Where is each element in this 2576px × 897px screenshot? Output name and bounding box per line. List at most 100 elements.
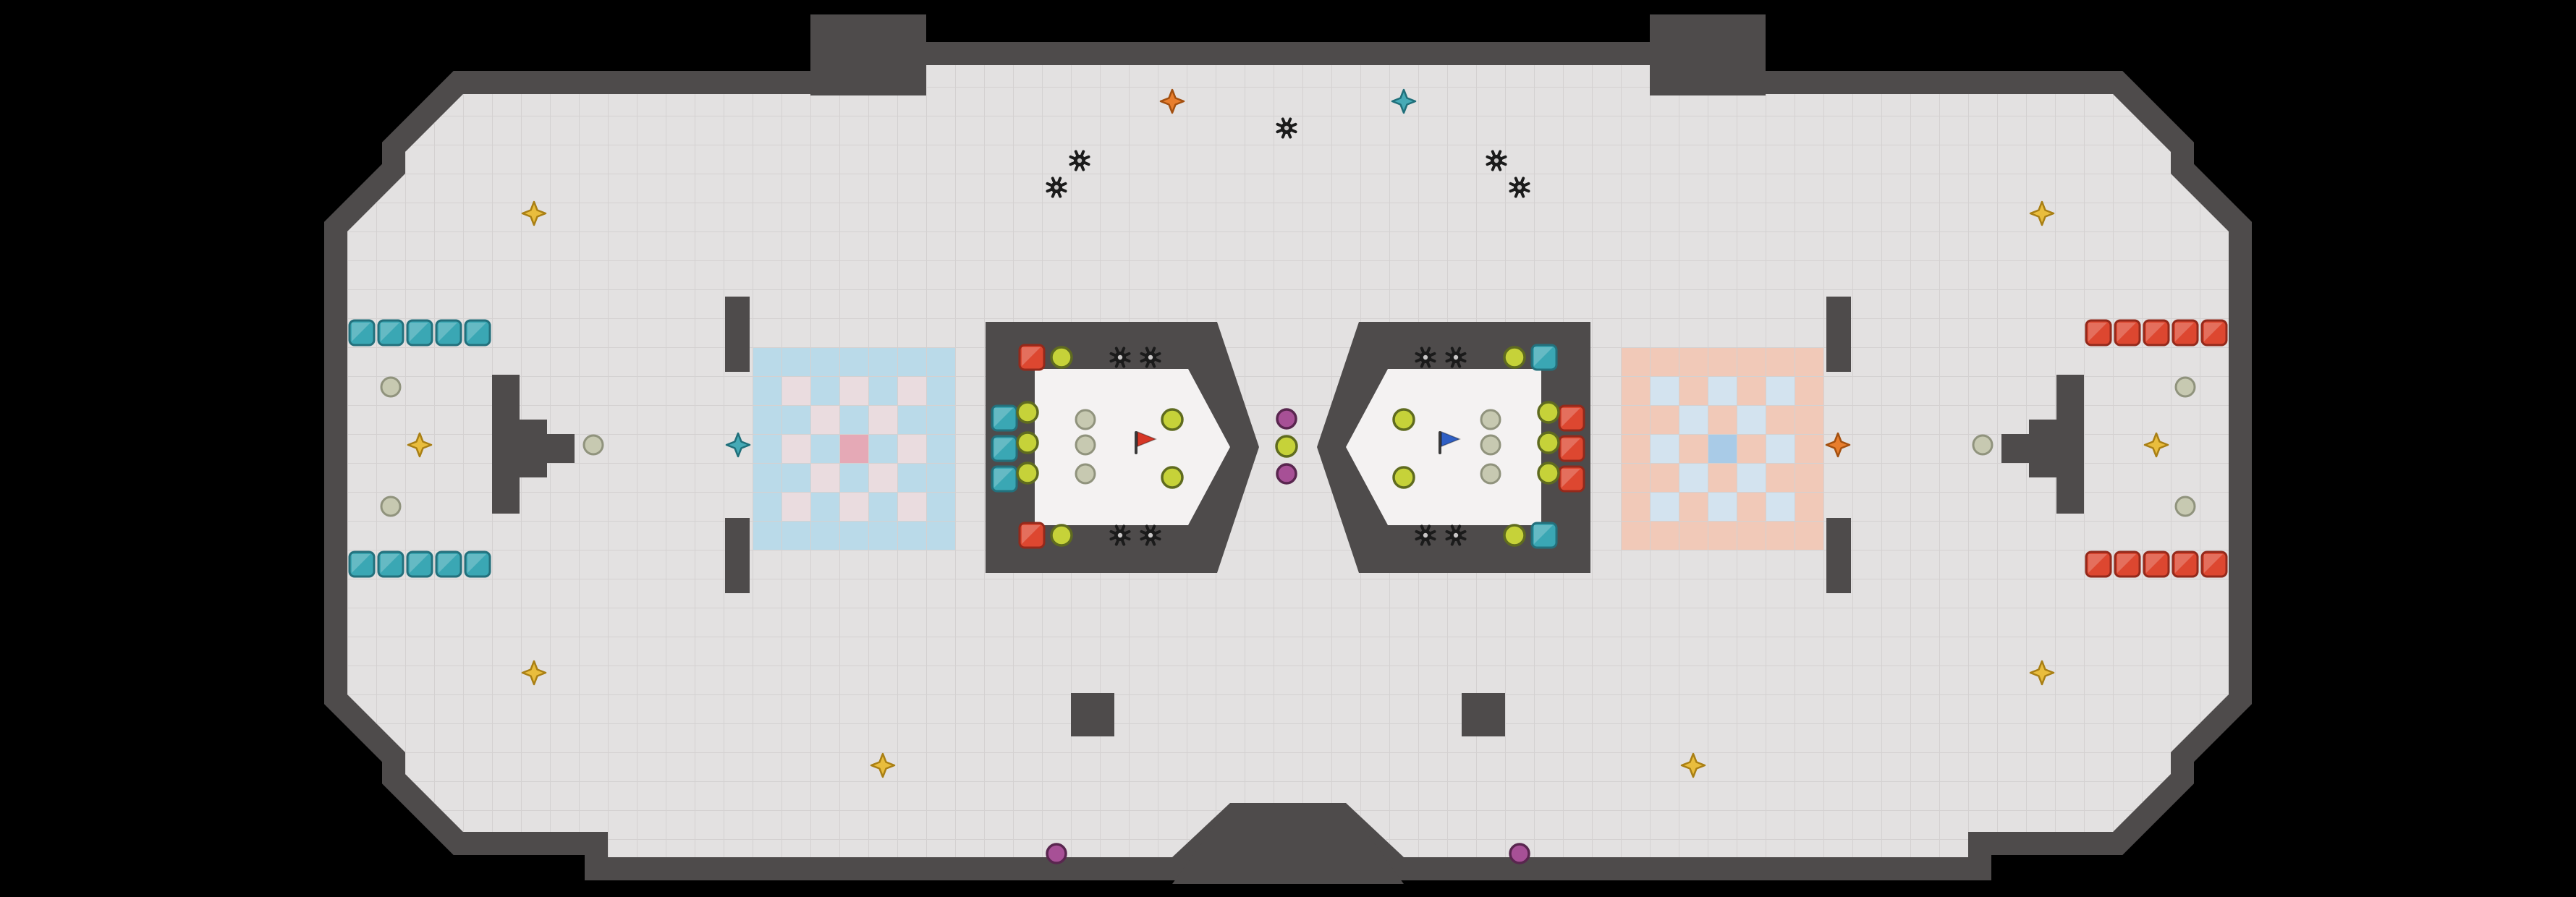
red-team-tile [1018, 344, 1046, 371]
spike [1069, 150, 1090, 171]
teal-tile-face [348, 550, 376, 578]
teal-tile-highlight [994, 469, 1013, 488]
spike-core [1453, 354, 1459, 360]
spawn-pad [1075, 409, 1096, 430]
red-tile-highlight [2204, 554, 2223, 573]
flag-pole [1439, 431, 1441, 454]
red-tile-face [2143, 319, 2170, 347]
red-tile-highlight [1562, 469, 1580, 488]
red-tile-highlight [2117, 323, 2136, 341]
spawn-pad [1075, 434, 1096, 456]
red-tile-highlight [1562, 438, 1580, 457]
portal-orb [1276, 408, 1297, 430]
spike-core [1077, 158, 1082, 163]
powerup-orb [1392, 466, 1415, 489]
red-tile-face [2085, 319, 2112, 347]
portal-orb [1276, 463, 1297, 485]
spike [1415, 347, 1436, 368]
spike [1276, 117, 1297, 139]
teal-team-tile [464, 550, 491, 578]
red-team-tile [1018, 522, 1046, 549]
spike-points [1046, 177, 1067, 198]
top-block-left [810, 14, 926, 95]
gate-right-grid [1621, 347, 1823, 550]
powerup-orb [1161, 466, 1184, 489]
red-tile-highlight [1022, 347, 1041, 366]
red-tile-highlight [2146, 554, 2165, 573]
spike-core [1148, 532, 1153, 538]
boost-yellow [521, 660, 547, 686]
red-tile-face [2200, 319, 2228, 347]
red-team-tile [2114, 319, 2141, 347]
teal-tile-face [348, 319, 376, 347]
teal-team-tile [377, 550, 404, 578]
red-tile-face [2172, 550, 2199, 578]
powerup-orb [1016, 431, 1039, 454]
powerup-orb [1537, 431, 1560, 454]
teal-tile-highlight [438, 323, 457, 341]
spike-points [1069, 150, 1090, 171]
teal-team-tile [406, 319, 433, 347]
teal-tile-face [435, 550, 462, 578]
spike-points [1276, 117, 1297, 139]
gate-right [1621, 347, 1823, 550]
spike-core [1054, 184, 1059, 190]
red-team-tile [2085, 550, 2112, 578]
teal-tile-face [464, 550, 491, 578]
powerup-orb [1275, 435, 1298, 458]
red-tile-face [1018, 344, 1046, 371]
spike-core [1117, 532, 1123, 538]
teal-team-tile [991, 435, 1018, 462]
spike [1415, 524, 1436, 546]
red-tile-highlight [2204, 323, 2223, 341]
spike [1109, 347, 1131, 368]
red-team-tile [2200, 319, 2228, 347]
powerup-orb [1016, 401, 1039, 424]
powerup-orb [1050, 524, 1073, 547]
spike-core [1494, 158, 1499, 163]
red-tile-face [2114, 550, 2141, 578]
powerup-orb [1016, 462, 1039, 485]
top-block-right [1650, 14, 1766, 95]
spike-points [1140, 524, 1161, 546]
gate-left-grid [753, 347, 955, 550]
flag-room-right [1317, 322, 1590, 573]
spawn-pad [2174, 496, 2196, 517]
red-team-tile [1558, 435, 1585, 462]
red-tile-face [1018, 522, 1046, 549]
teal-tile-face [464, 319, 491, 347]
boost-yellow [1680, 752, 1706, 778]
red-team-tile [2172, 319, 2199, 347]
teal-tile-highlight [1534, 525, 1553, 544]
teal-tile-face [406, 319, 433, 347]
spike-core [1284, 125, 1289, 131]
spike [1509, 177, 1530, 198]
teal-tile-highlight [438, 554, 457, 573]
spawn-pad [1972, 434, 1994, 456]
pillar-left-upper [725, 297, 750, 372]
red-tile-face [2172, 319, 2199, 347]
boost-yellow [2029, 660, 2055, 686]
red-tile-face [1558, 435, 1585, 462]
teal-team-tile [1530, 344, 1558, 371]
spawn-pad [582, 434, 604, 456]
red-tile-face [2200, 550, 2228, 578]
red-team-tile [2143, 319, 2170, 347]
flag-pole [1135, 431, 1137, 454]
spike [1109, 524, 1131, 546]
teal-team-tile [348, 319, 376, 347]
spawn-pad [1480, 409, 1501, 430]
teal-tile-highlight [467, 554, 486, 573]
teal-tile-face [377, 319, 404, 347]
teal-team-tile [406, 550, 433, 578]
red-team-tile [1558, 465, 1585, 493]
red-team-tile [2085, 319, 2112, 347]
boost-yellow [521, 200, 547, 226]
red-team-tile [2172, 550, 2199, 578]
boost-yellow [2029, 200, 2055, 226]
spike-points [1140, 347, 1161, 368]
teal-tile-face [991, 465, 1018, 493]
teal-tile-face [377, 550, 404, 578]
